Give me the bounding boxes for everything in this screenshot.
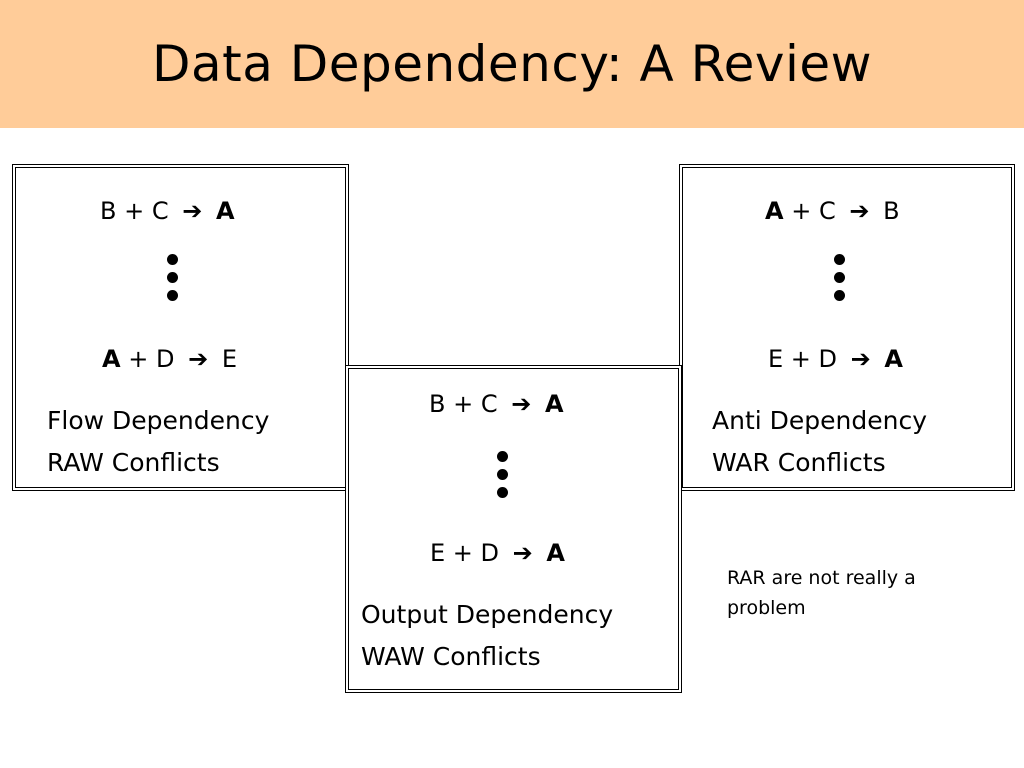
waw-conflicts-label: WAW Conflicts xyxy=(361,642,541,671)
anti-line-1: A + C ➔ B xyxy=(765,196,900,226)
anti-dependency-box: A + C ➔ B E + D ➔ A Anti Dependency WAR … xyxy=(679,164,1015,491)
arrow-icon: ➔ xyxy=(849,197,870,225)
flow-line-2-result: E xyxy=(221,345,237,373)
output-dependency-box: B + C ➔ A E + D ➔ A Output Dependency WA… xyxy=(345,365,682,693)
vertical-ellipsis-icon xyxy=(497,451,509,505)
output-line-1-operands: B + C xyxy=(429,390,498,418)
arrow-icon: ➔ xyxy=(511,390,532,418)
output-line-2-result: A xyxy=(546,539,565,567)
rar-note: RAR are not really a problem xyxy=(727,567,916,619)
vertical-ellipsis-icon xyxy=(834,254,846,308)
vertical-ellipsis-icon xyxy=(167,254,179,308)
anti-line-1-operand: A xyxy=(765,197,784,225)
anti-dependency-label: Anti Dependency xyxy=(712,406,928,435)
arrow-icon: ➔ xyxy=(850,345,871,373)
title-bar xyxy=(0,0,1024,128)
arrow-icon: ➔ xyxy=(182,197,203,225)
flow-line-1: B + C ➔ A xyxy=(100,196,235,226)
arrow-icon: ➔ xyxy=(512,539,533,567)
flow-dependency-label: Flow Dependency xyxy=(47,406,270,435)
anti-line-2: E + D ➔ A xyxy=(768,344,903,374)
war-conflicts-label: WAR Conflicts xyxy=(712,448,886,477)
output-line-1: B + C ➔ A xyxy=(429,389,564,419)
flow-line-2: A + D ➔ E xyxy=(102,344,237,374)
flow-line-2-operand: A xyxy=(102,345,121,373)
output-dependency-label: Output Dependency xyxy=(361,600,614,629)
anti-line-1-rest: + C xyxy=(791,197,836,225)
output-line-2-operands: E + D xyxy=(430,539,500,567)
anti-line-2-operands: E + D xyxy=(768,345,838,373)
flow-dependency-box: B + C ➔ A A + D ➔ E Flow Dependency RAW … xyxy=(12,164,349,491)
slide-title: Data Dependency: A Review xyxy=(151,35,873,93)
flow-line-1-operands: B + C xyxy=(100,197,169,225)
flow-line-1-result: A xyxy=(215,197,235,225)
anti-line-2-result: A xyxy=(884,345,903,373)
output-line-1-result: A xyxy=(544,390,564,418)
flow-line-2-rest: + D xyxy=(128,345,175,373)
arrow-icon: ➔ xyxy=(188,345,209,373)
raw-conflicts-label: RAW Conflicts xyxy=(47,448,220,477)
output-line-2: E + D ➔ A xyxy=(430,538,565,568)
anti-line-1-result: B xyxy=(883,197,900,225)
